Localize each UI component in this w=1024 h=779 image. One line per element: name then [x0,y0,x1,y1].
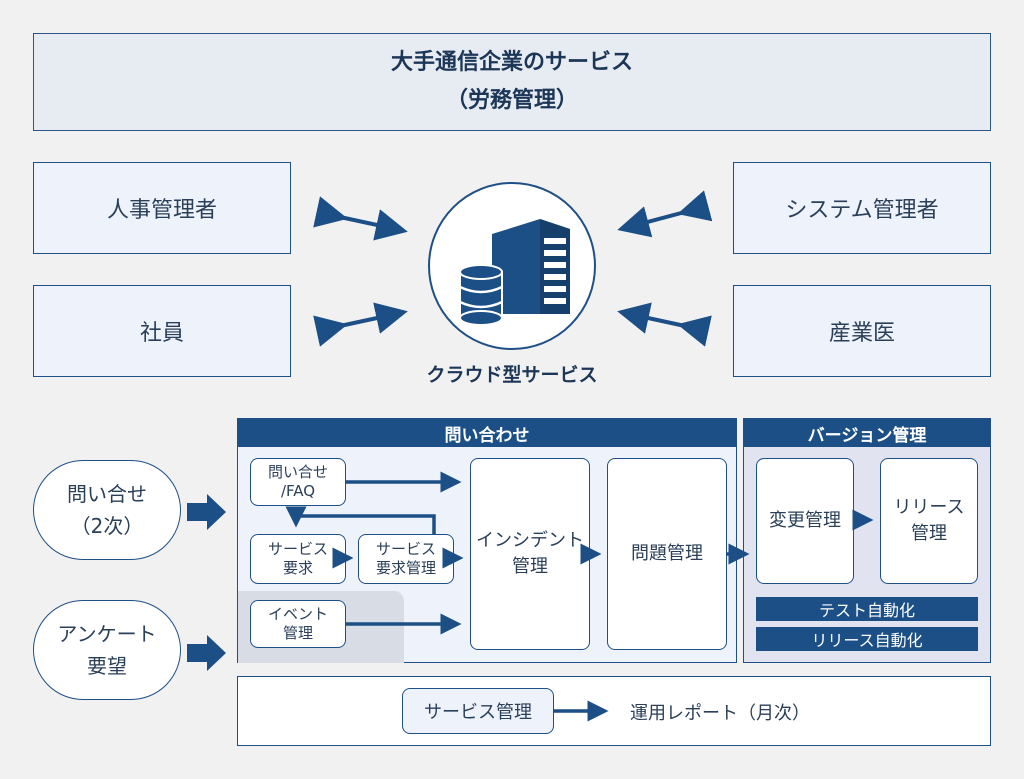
service-request-box: サービス 要求 [250,534,346,584]
release-automation-bar: リリース自動化 [756,627,978,651]
cloud-service-circle [428,182,596,350]
role-industrial-doctor-label: 産業医 [828,321,895,346]
role-employee-label: 社員 [139,321,184,346]
role-hr-manager: 人事管理者 [33,162,291,254]
release-mgmt-line-2: 管理 [911,523,947,544]
event-mgmt-line-2: 管理 [282,624,313,642]
service-mgmt-box: サービス管理 [402,688,554,734]
inquiry-faq-line-1: 問い合せ [267,463,328,481]
service-request-mgmt-line-2: 要求管理 [375,559,436,577]
survey-request-line-1: アンケート [57,622,157,646]
service-mgmt-row [237,676,991,746]
inquiry-secondary-line-2: （2次） [70,514,144,538]
change-mgmt-box: 変更管理 [756,458,854,584]
change-mgmt-label: 変更管理 [769,510,841,531]
event-mgmt-line-1: イベント [267,605,328,623]
test-automation-bar: テスト自動化 [756,597,978,621]
role-industrial-doctor: 産業医 [733,285,991,377]
block-arrow-survey [187,635,226,671]
title-line-2: （労務管理） [445,88,578,113]
server-database-icon [459,219,570,326]
service-request-line-1: サービス [267,540,328,558]
incident-mgmt-line-1: インシデント [476,530,584,551]
title-line-1: 大手通信企業のサービス [390,50,633,75]
incident-mgmt-line-2: 管理 [512,556,548,577]
role-system-admin: システム管理者 [733,162,991,254]
survey-request-line-2: 要望 [87,654,127,678]
arrow-doctor-cloud [617,302,712,347]
survey-request-bubble: アンケート 要望 [33,600,181,700]
inquiry-faq-box: 問い合せ /FAQ [250,458,346,506]
block-arrow-inquiry [187,494,226,530]
inquiry-section-header: 問い合わせ [238,419,736,447]
inquiry-secondary-line-1: 問い合せ [67,482,147,506]
inquiry-secondary-bubble: 問い合せ （2次） [33,460,181,560]
role-system-admin-label: システム管理者 [785,198,939,223]
arrow-employee-cloud [313,302,408,347]
arrow-hr-cloud [313,196,408,241]
release-mgmt-line-1: リリース [893,497,965,518]
title-banner: 大手通信企業のサービス （労務管理） [33,33,991,131]
version-section-header: バージョン管理 [744,419,990,447]
problem-mgmt-box: 問題管理 [607,458,727,650]
release-mgmt-box: リリース 管理 [880,458,978,584]
arrow-srm-sr-loop [285,506,436,534]
inquiry-faq-line-2: /FAQ [280,482,316,500]
role-hr-manager-label: 人事管理者 [106,198,217,223]
service-request-line-2: 要求 [282,559,313,577]
event-mgmt-box: イベント 管理 [250,600,346,648]
role-employee: 社員 [33,285,291,377]
service-mgmt-label: サービス管理 [424,702,532,723]
monthly-report-label: 運用レポート（月次） [630,703,810,724]
service-request-mgmt-box: サービス 要求管理 [358,534,454,584]
service-request-mgmt-line-1: サービス [375,540,436,558]
incident-mgmt-box: インシデント 管理 [470,458,590,650]
arrow-sysadmin-cloud [617,190,713,238]
problem-mgmt-label: 問題管理 [631,543,703,564]
cloud-service-label: クラウド型サービス [426,364,598,386]
